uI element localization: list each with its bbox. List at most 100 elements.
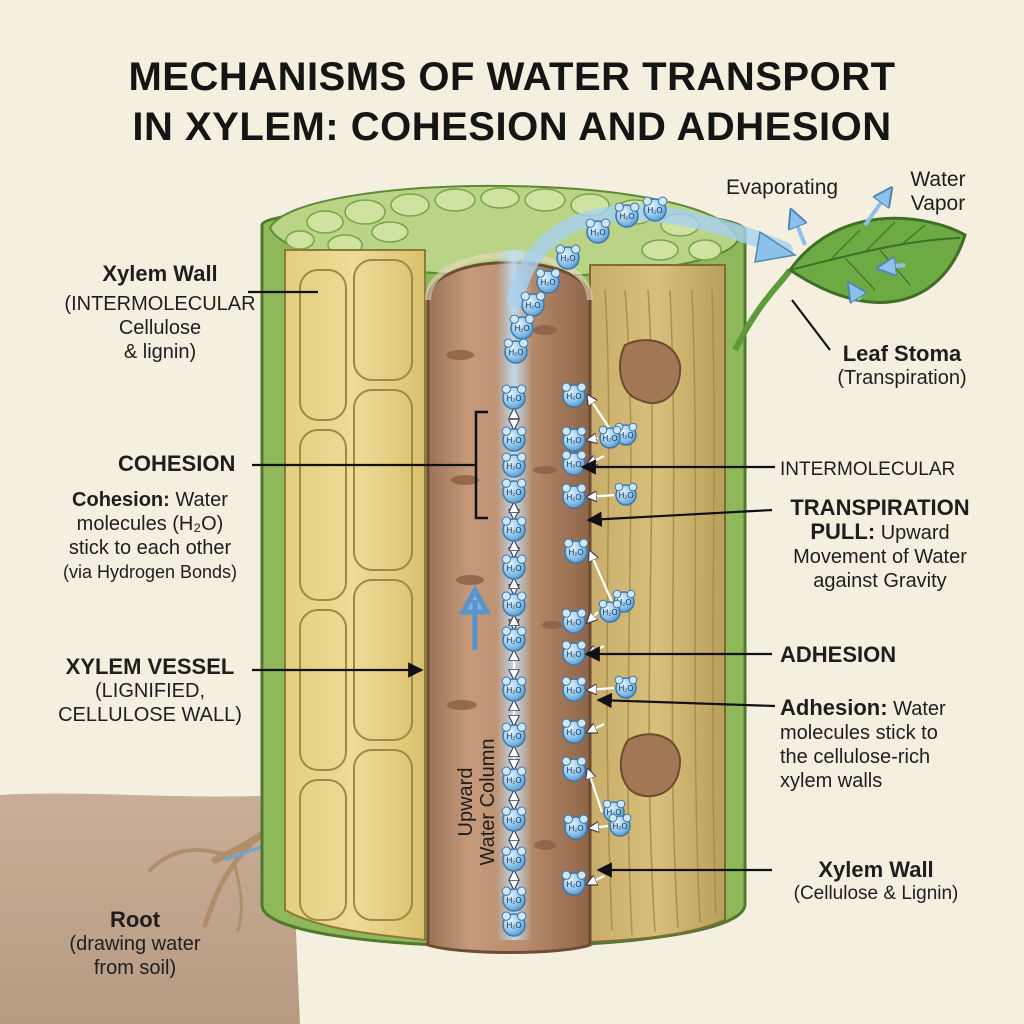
bond-arrow (590, 826, 609, 828)
svg-text:H₂O: H₂O (566, 392, 581, 401)
svg-text:H₂O: H₂O (619, 212, 634, 221)
bond-arrow (588, 495, 615, 497)
svg-text:H₂O: H₂O (560, 254, 575, 263)
label-heading: Root (109, 907, 161, 932)
label-evaporating: Evaporating (726, 176, 839, 199)
svg-text:H₂O: H₂O (566, 650, 581, 659)
water-molecule: H₂O (561, 718, 587, 744)
water-molecule: H₂O (598, 425, 622, 449)
water-molecule: H₂O (608, 813, 632, 837)
svg-text:H₂O: H₂O (602, 608, 617, 617)
water-molecule: H₂O (503, 338, 529, 364)
water-molecule: H₂O (501, 452, 527, 478)
label-text: Water (887, 698, 946, 720)
label-adhesion-heading: ADHESION (780, 642, 897, 667)
water-molecule: H₂O (561, 608, 587, 634)
water-molecule: H₂O (509, 314, 535, 340)
svg-text:H₂O: H₂O (566, 436, 581, 445)
water-molecule: H₂O (561, 756, 587, 782)
bond-arrow (588, 770, 604, 813)
water-molecule: H₂O (563, 538, 589, 564)
bond-arrow (588, 611, 599, 622)
water-molecule: H₂O (561, 676, 587, 702)
water-molecule: H₂O (501, 591, 527, 617)
svg-text:H₂O: H₂O (568, 548, 583, 557)
label-transpiration-pull: TRANSPIRATION PULL: Upward Movement of W… (760, 496, 1000, 593)
svg-text:H₂O: H₂O (514, 324, 529, 333)
water-molecule: H₂O (501, 478, 527, 504)
water-molecule: H₂O (501, 676, 527, 702)
pit-blobs (619, 339, 682, 798)
water-molecule: H₂O (585, 218, 611, 244)
water-molecule: H₂O (614, 202, 640, 228)
water-molecule: H₂O (561, 483, 587, 509)
svg-text:H₂O: H₂O (566, 493, 581, 502)
label-text: Upward (875, 522, 950, 544)
water-molecule: H₂O (535, 268, 561, 294)
svg-text:H₂O: H₂O (506, 462, 521, 471)
label-term: Adhesion: (780, 695, 888, 720)
label-water-column: Upward Water Column (455, 707, 499, 897)
label-line: Cellulose (118, 317, 202, 339)
title-line-1: MECHANISMS OF WATER TRANSPORT (128, 55, 896, 99)
svg-text:H₂O: H₂O (566, 686, 581, 695)
leader-lines (248, 290, 831, 878)
svg-text:H₂O: H₂O (612, 822, 627, 831)
label-line: molecules (H₂O) (76, 513, 224, 535)
svg-text:H₂O: H₂O (566, 766, 581, 775)
label-xylem-vessel: XYLEM VESSEL (LIGNIFIED, CELLULOSE WALL) (30, 655, 270, 727)
label-adhesion-desc: Adhesion: Water molecules stick to the c… (780, 696, 1010, 793)
water-molecule: H₂O (501, 722, 527, 748)
svg-text:H₂O: H₂O (616, 598, 631, 607)
label-line: stick to each other (68, 537, 232, 559)
label-line: (INTERMOLECULAR (64, 293, 256, 315)
label-intermolecular-right: INTERMOLECULAR (780, 459, 956, 480)
label-line: xylem walls (780, 770, 883, 792)
label-term: PULL: (810, 519, 876, 544)
label-line: Water (910, 168, 966, 191)
svg-text:H₂O: H₂O (566, 460, 581, 469)
label-heading: XYLEM VESSEL (65, 654, 235, 679)
transpiration-arc (507, 204, 793, 308)
label-line: Upward (455, 767, 477, 837)
water-molecule: H₂O (501, 886, 527, 912)
label-line: (LIGNIFIED, (94, 680, 205, 702)
svg-text:H₂O: H₂O (506, 526, 521, 535)
svg-text:H₂O: H₂O (647, 206, 662, 215)
svg-text:H₂O: H₂O (590, 228, 605, 237)
label-xylem-wall-right: Xylem Wall (Cellulose & Lignin) (776, 858, 976, 906)
water-molecule: H₂O (561, 450, 587, 476)
wall-cell-outlines (299, 259, 413, 921)
svg-text:H₂O: H₂O (525, 301, 540, 310)
bond-arrow (588, 723, 605, 732)
vapor-arrows (792, 190, 906, 300)
svg-text:H₂O: H₂O (602, 434, 617, 443)
bond-arrow (590, 552, 614, 603)
label-water-vapor: Water Vapor (896, 168, 980, 216)
label-term: Cohesion: (72, 489, 170, 511)
svg-text:H₂O: H₂O (506, 856, 521, 865)
svg-text:H₂O: H₂O (506, 636, 521, 645)
water-molecule: H₂O (501, 426, 527, 452)
svg-text:H₂O: H₂O (540, 278, 555, 287)
label-line: (Transpiration) (837, 367, 967, 389)
label-heading: TRANSPIRATION (790, 495, 970, 520)
water-molecule: H₂O (501, 384, 527, 410)
label-cohesion-heading: COHESION (118, 451, 236, 476)
water-molecule: H₂O (501, 846, 527, 872)
label-line: Vapor (910, 192, 966, 215)
water-molecule: H₂O (614, 675, 638, 699)
label-heading: Xylem Wall (102, 261, 218, 286)
water-molecule: H₂O (614, 482, 638, 506)
vessel-pit-marks (446, 325, 562, 850)
upward-flow-arrow (458, 584, 492, 650)
label-line: Water Column (477, 738, 499, 866)
label-heading: Xylem Wall (818, 857, 934, 882)
label-leaf-stoma: Leaf Stoma (Transpiration) (812, 342, 992, 390)
water-molecule: H₂O (561, 870, 587, 896)
water-molecule: H₂O (561, 382, 587, 408)
svg-text:H₂O: H₂O (568, 824, 583, 833)
